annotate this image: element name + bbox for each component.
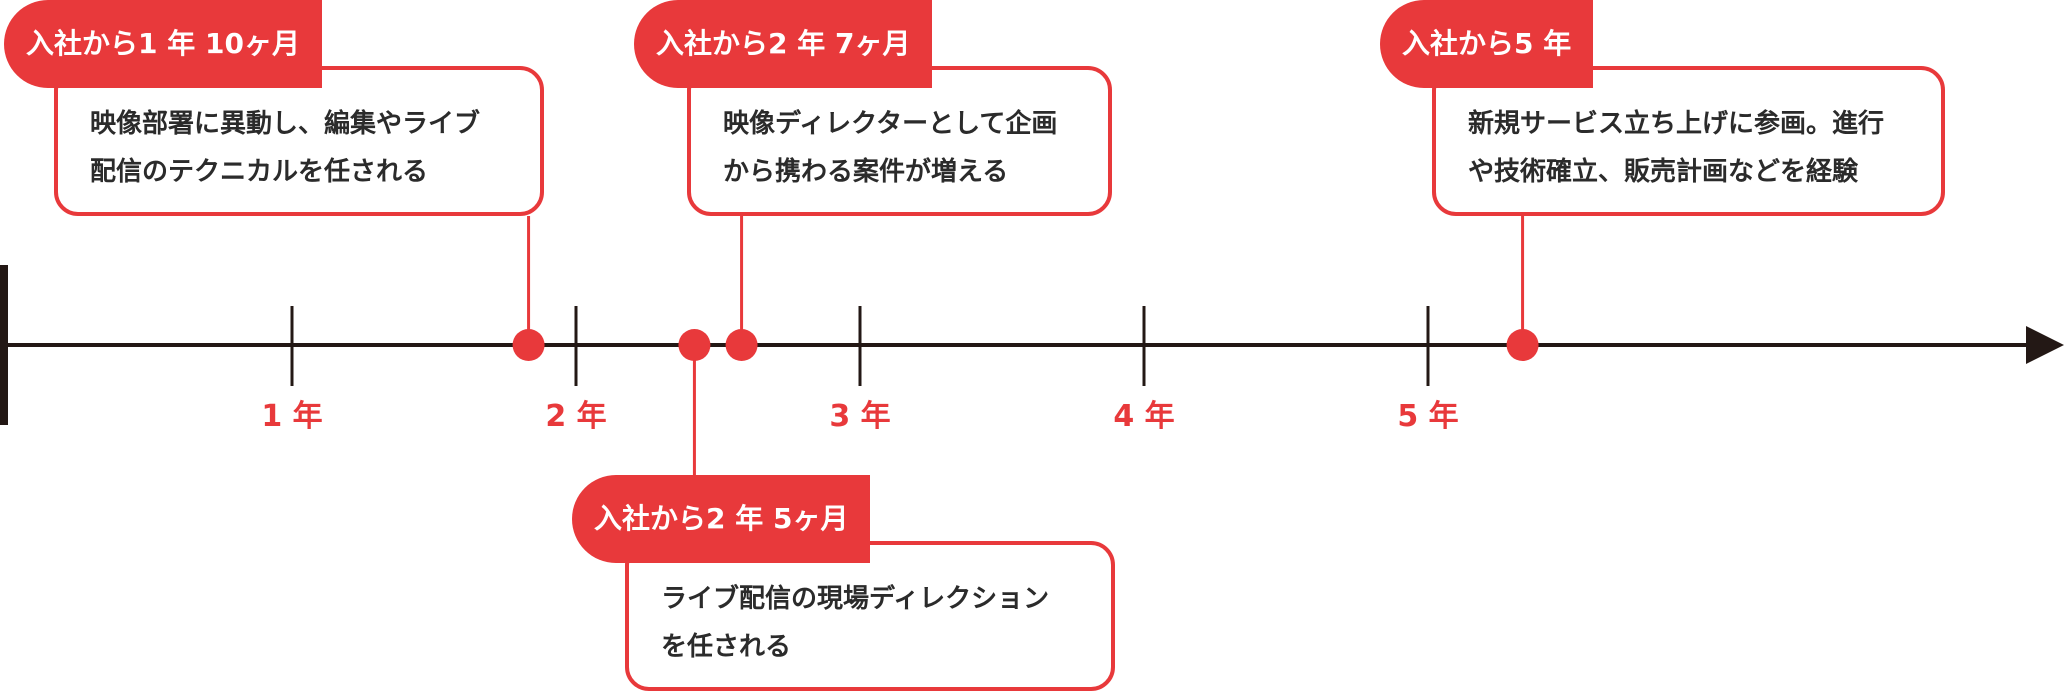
event-description-line: や技術確立、販売計画などを経験: [1468, 157, 1859, 187]
event-box: ライブ配信の現場ディレクションを任される: [625, 541, 1115, 691]
event-description-line: 新規サービス立ち上げに参画。進行: [1468, 109, 1885, 139]
axis-start-bar: [0, 265, 8, 425]
event-description-line: 配信のテクニカルを任される: [90, 157, 429, 187]
event-description: 映像部署に異動し、編集やライブ配信のテクニカルを任される: [90, 100, 520, 196]
event-marker: [512, 329, 545, 361]
axis-tick-label: 3 年: [829, 399, 890, 434]
event-description: ライブ配信の現場ディレクションを任される: [661, 575, 1091, 671]
event-description: 映像ディレクターとして企画から携わる案件が増える: [723, 100, 1088, 196]
axis-tick-label: 5 年: [1397, 399, 1458, 434]
event-tag: 入社から1 年 10ヶ月: [4, 0, 322, 88]
event-box: 新規サービス立ち上げに参画。進行や技術確立、販売計画などを経験: [1432, 66, 1945, 216]
event-box: 映像ディレクターとして企画から携わる案件が増える: [687, 66, 1112, 216]
axis-tick-label: 2 年: [545, 399, 606, 434]
event-tag: 入社から2 年 5ヶ月: [572, 475, 871, 563]
event-tag: 入社から5 年: [1380, 0, 1594, 88]
axis-tick-label: 1 年: [261, 399, 322, 434]
event-description: 新規サービス立ち上げに参画。進行や技術確立、販売計画などを経験: [1468, 100, 1921, 196]
event-box: 映像部署に異動し、編集やライブ配信のテクニカルを任される: [54, 66, 544, 216]
event-description-line: 映像部署に異動し、編集やライブ: [90, 109, 481, 139]
event-tag: 入社から2 年 7ヶ月: [634, 0, 933, 88]
event-marker: [678, 329, 711, 361]
event-marker: [1506, 329, 1539, 361]
event-description-line: ライブ配信の現場ディレクション: [661, 584, 1050, 614]
axis-arrow-head: [2026, 326, 2064, 364]
event-description-line: から携わる案件が増える: [723, 157, 1009, 187]
event-description-line: を任される: [661, 632, 792, 662]
event-marker: [725, 329, 758, 361]
event-description-line: 映像ディレクターとして企画: [723, 109, 1058, 139]
axis-tick-label: 4 年: [1113, 399, 1174, 434]
